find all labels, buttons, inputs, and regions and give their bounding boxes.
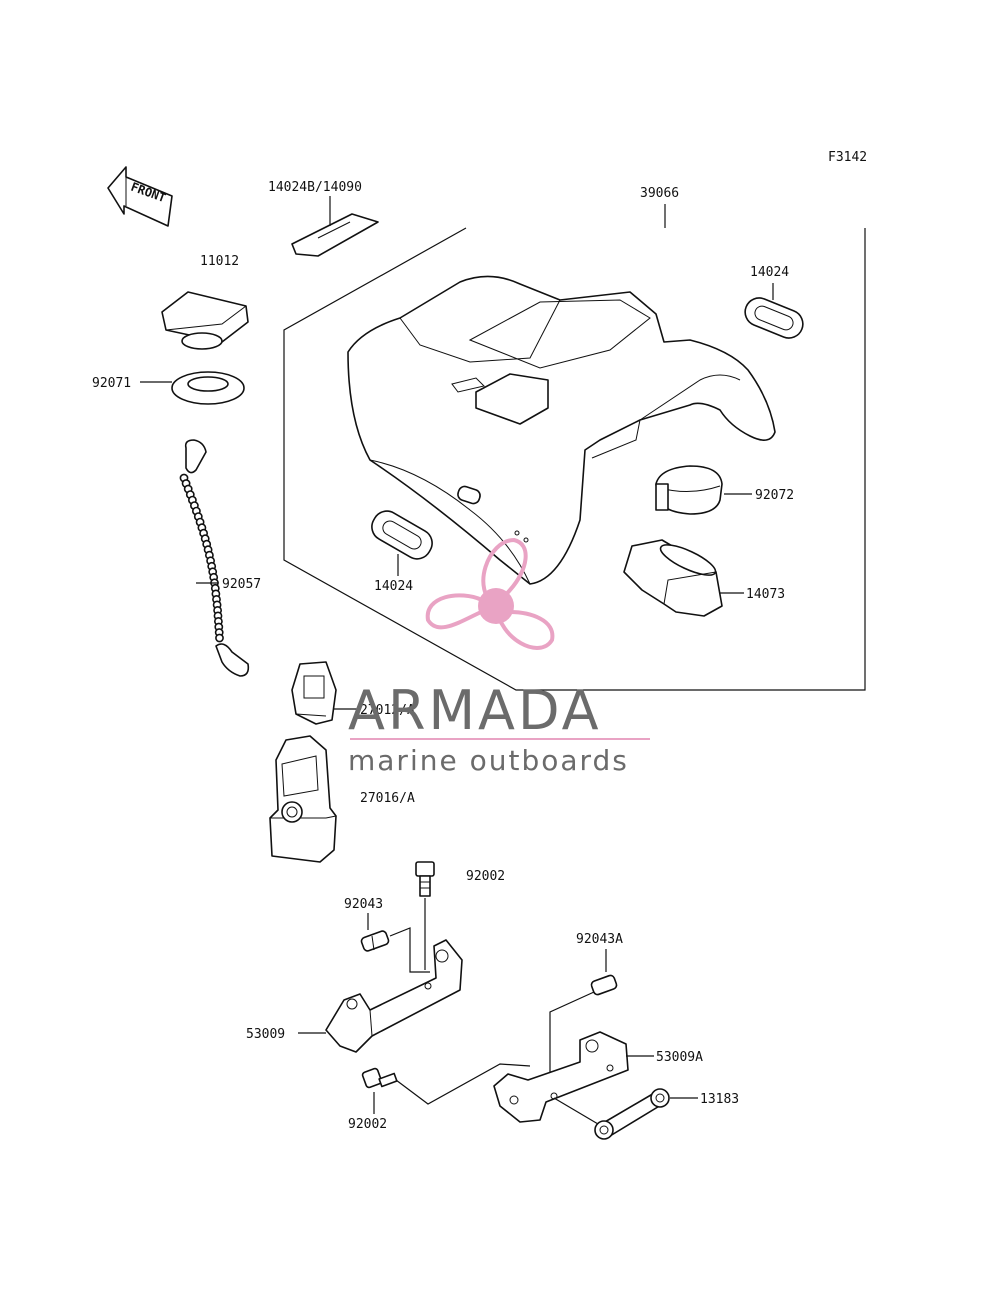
part-92002-bottom-bolt <box>361 1067 398 1089</box>
assembly-frame <box>283 227 866 691</box>
propeller-logo-icon <box>425 537 555 650</box>
watermark: ARMADA marine outboards <box>348 537 650 777</box>
part-14073-duct <box>623 539 723 617</box>
label-39066: 39066 <box>640 186 679 201</box>
chain-hook-bottom <box>215 643 250 677</box>
figure-code: F3142 <box>828 150 867 165</box>
label-92057: 92057 <box>222 577 261 592</box>
label-92072: 92072 <box>755 488 794 503</box>
label-14024-lower: 14024 <box>374 579 413 594</box>
propeller-blade <box>481 537 528 609</box>
part-92071-grommet <box>171 371 245 405</box>
label-92043a: 92043A <box>576 932 623 947</box>
front-arrow-icon: FRONT <box>107 166 173 227</box>
label-13183: 13183 <box>700 1092 739 1107</box>
label-92002-bottom: 92002 <box>348 1117 387 1132</box>
propeller-blade <box>425 593 502 630</box>
part-14024-upper-grommet <box>744 297 804 339</box>
part-27016-switch <box>269 735 337 863</box>
label-27016-a: 27016/A <box>360 791 415 806</box>
part-92043a-pin <box>590 974 618 996</box>
label-53009a: 53009A <box>656 1050 703 1065</box>
part-27012-cover <box>291 661 337 725</box>
part-92057-chain <box>179 439 250 677</box>
part-92002-top-bolt <box>415 861 435 897</box>
watermark-brand: ARMADA <box>348 679 602 742</box>
part-53009a-bracket <box>493 1031 629 1123</box>
propeller-hub <box>478 588 514 624</box>
label-92071: 92071 <box>92 376 131 391</box>
part-14024b-decal <box>291 196 379 257</box>
part-11012-cap <box>161 291 249 350</box>
part-53009-bracket <box>325 939 463 1053</box>
chain-hook-top <box>184 439 207 474</box>
watermark-tagline: marine outboards <box>348 744 629 777</box>
label-11012: 11012 <box>200 254 239 269</box>
part-14024-lower-grommet <box>371 510 433 560</box>
label-14073: 14073 <box>746 587 785 602</box>
propeller-blade <box>493 602 555 650</box>
part-92043-pin <box>360 930 390 952</box>
part-39066-cover <box>347 275 776 585</box>
label-14024-upper: 14024 <box>750 265 789 280</box>
label-92002-top: 92002 <box>466 869 505 884</box>
chain-bead <box>215 633 224 643</box>
label-53009: 53009 <box>246 1027 285 1042</box>
part-13183-link <box>594 1088 670 1140</box>
label-27012-a: 27012/A <box>360 703 415 718</box>
label-92043: 92043 <box>344 897 383 912</box>
part-92072-clamp <box>655 465 723 515</box>
label-14024b-14090: 14024B/14090 <box>268 180 362 195</box>
